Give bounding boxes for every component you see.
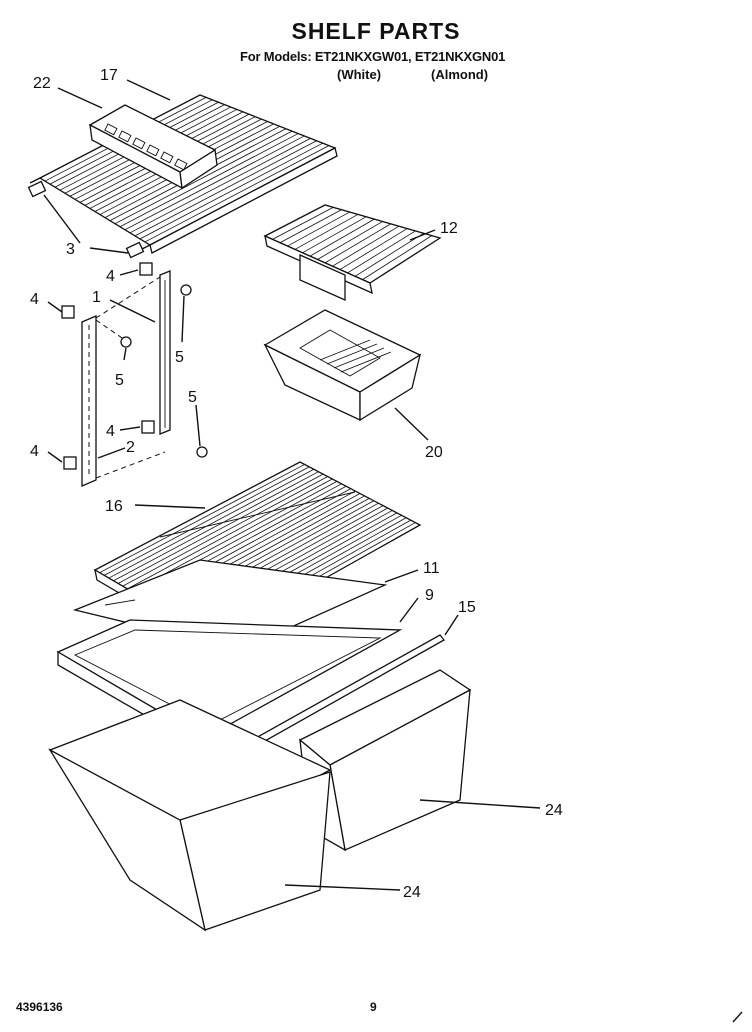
callout-4c: 4 [106,423,115,440]
callout-20: 20 [425,444,443,461]
callout-labels: 22 17 3 4 4 1 5 5 5 4 2 4 12 20 16 11 9 … [30,67,563,901]
ladder-rail-1 [159,270,171,435]
callout-24b: 24 [403,884,421,901]
callout-3: 3 [66,241,75,258]
snack-pan-20 [263,309,422,422]
callout-4d: 4 [30,443,39,460]
screw-5 [120,284,208,458]
end-cap-3 [27,180,145,259]
callout-24a: 24 [545,802,563,819]
variant-almond: (Almond) [431,67,489,82]
callout-5a: 5 [115,372,124,389]
document-number: 4396136 [16,1000,63,1014]
callout-16: 16 [105,498,123,515]
wire-shelf-12 [263,204,442,302]
callout-1: 1 [92,289,101,306]
callout-11: 11 [423,560,440,577]
model-numbers: For Models: ET21NKXGW01, ET21NKXGN01 [240,49,506,64]
ladder-rail-2 [81,315,97,487]
leader-lines [43,79,541,891]
callout-5c: 5 [188,389,197,406]
page-number: 9 [370,1000,377,1014]
crisper-drawer-24-left [48,699,332,932]
rail-clip-4 [61,262,155,470]
callout-15: 15 [458,599,476,616]
variant-white: (White) [337,67,382,82]
callout-4b: 4 [30,291,39,308]
callout-9: 9 [425,587,434,604]
callout-4a: 4 [106,268,115,285]
page-title: SHELF PARTS [291,18,461,44]
callout-22: 22 [33,75,51,92]
callout-17: 17 [100,67,118,84]
callout-12: 12 [440,220,458,237]
utility-bin-22 [88,104,218,190]
callout-5b: 5 [175,349,184,366]
corner-mark [732,1011,743,1023]
callout-2: 2 [126,439,135,456]
